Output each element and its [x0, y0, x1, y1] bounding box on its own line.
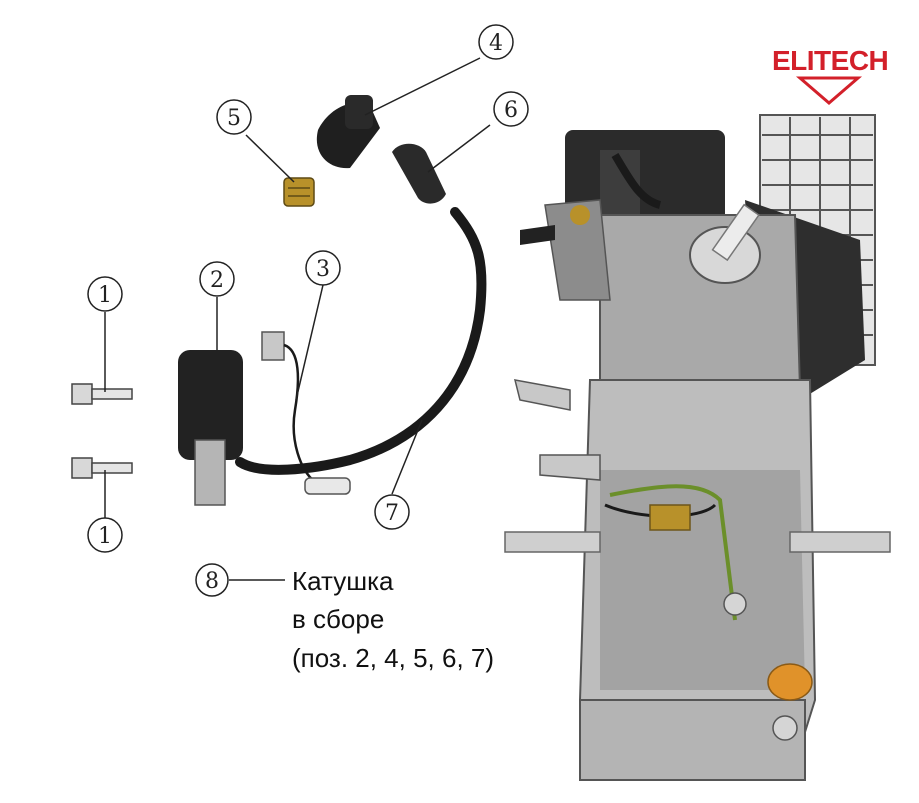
- ignition-coil-icon: [178, 350, 243, 506]
- svg-text:5: 5: [227, 106, 241, 131]
- callout-2: 2: [199, 261, 235, 297]
- rubber-boot-icon: [392, 143, 446, 204]
- spark-plug: [711, 203, 760, 262]
- engine-green-wire: [609, 484, 737, 621]
- svg-text:2: 2: [210, 268, 224, 293]
- drain-bolt: [772, 715, 798, 741]
- callout-6: 6: [493, 91, 529, 127]
- crankshaft-right: [789, 531, 891, 553]
- svg-text:6: 6: [504, 98, 518, 123]
- callout-3: 3: [305, 250, 341, 286]
- throttle-lever: [513, 379, 571, 411]
- callout-1a: 1: [87, 276, 123, 312]
- bolt-icon: [71, 457, 133, 479]
- carb-brass-fitting: [570, 205, 590, 225]
- mounting-base: [579, 699, 806, 781]
- carburetor: [544, 199, 611, 301]
- engine-assembly: [504, 114, 891, 781]
- connector-screw-icon: [283, 177, 315, 207]
- callout-5: 5: [216, 99, 252, 135]
- crankcase-shadow: [600, 470, 805, 690]
- high-voltage-wire-icon: [235, 207, 487, 475]
- svg-text:4: 4: [489, 31, 503, 56]
- callout-7: 7: [374, 494, 410, 530]
- crankshaft-left: [504, 531, 601, 553]
- ground-wire-icon: [261, 331, 351, 495]
- svg-text:7: 7: [385, 501, 399, 526]
- bolt-icon: [71, 383, 133, 405]
- brand-logo: ELITECH: [772, 45, 889, 105]
- callout-4: 4: [478, 24, 514, 60]
- svg-text:(поз. 2, 4, 5, 6, 7): (поз. 2, 4, 5, 6, 7): [292, 643, 494, 673]
- bracket-left: [539, 454, 601, 481]
- spark-plug-cap-icon: [316, 95, 380, 169]
- engine-module: [649, 504, 691, 531]
- leader-lines: [104, 57, 491, 581]
- ground-screw: [723, 592, 747, 616]
- choke-lever: [520, 225, 555, 245]
- svg-text:Катушка: Катушка: [292, 566, 394, 596]
- fuel-line: [611, 152, 662, 209]
- svg-text:1: 1: [98, 524, 112, 549]
- brand-logo-chevron: [795, 76, 863, 105]
- svg-text:в сборе: в сборе: [292, 604, 384, 634]
- oil-filler-cap: [767, 663, 813, 701]
- svg-text:8: 8: [205, 569, 219, 594]
- svg-text:1: 1: [98, 283, 112, 308]
- svg-text:3: 3: [316, 257, 330, 282]
- callout-8: 8: [195, 563, 229, 597]
- assembly-caption: Катушка в сборе (поз. 2, 4, 5, 6, 7): [292, 566, 494, 673]
- brand-logo-text: ELITECH: [772, 45, 888, 76]
- callout-1b: 1: [87, 517, 123, 553]
